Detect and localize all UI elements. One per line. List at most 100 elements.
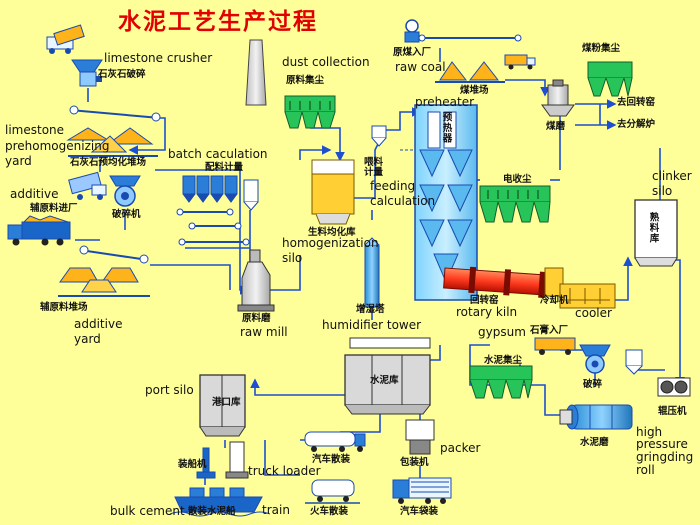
cement-dust-collector-icon — [469, 365, 533, 399]
bulk-cement-truck-icon — [304, 431, 366, 452]
bulk-ship-icon — [169, 487, 271, 517]
limestone-crusher-icon — [71, 59, 103, 87]
batch-bins-icon — [182, 175, 259, 211]
label-batch-calculation: batch caculation — [168, 147, 268, 161]
label-limestone-crusher-cn: 石灰石破碎 — [98, 69, 146, 80]
label-raw-dust-cn: 原料集尘 — [286, 75, 325, 86]
coal-yard-icon — [435, 61, 505, 83]
label-roll: roll — [636, 463, 655, 477]
label-roller-press-cn: 辊压机 — [658, 406, 687, 417]
label-coal-yard-cn: 煤堆场 — [460, 85, 489, 96]
label-gypsum: gypsum — [478, 325, 526, 339]
coal-mill-icon — [541, 79, 575, 117]
label-limestone-crusher: limestone crusher — [104, 51, 213, 65]
label-ship-loader-cn: 装船机 — [178, 459, 207, 470]
label-coal-dust-cn: 煤粉集尘 — [582, 43, 621, 54]
additive-truck-icon — [68, 171, 107, 200]
coal-dust-collector-icon — [587, 61, 633, 97]
label-dust-collection: dust collection — [282, 55, 370, 69]
chimney-icon — [245, 39, 267, 106]
label-grinding: gringding — [636, 450, 694, 464]
label-packer: packer — [440, 441, 481, 455]
label-port-silo-cn: 港口库 — [212, 397, 241, 408]
coal-conveyor-icon — [418, 34, 522, 42]
feeding-bin-icon — [371, 125, 387, 147]
label-high: high — [636, 425, 663, 439]
humidifier-tower-icon — [364, 237, 380, 308]
additive-conveyor-icon — [79, 245, 149, 264]
label-crusher-cn: 破碎机 — [112, 209, 141, 220]
label-additive-yard-cn: 辅原料堆场 — [40, 302, 88, 313]
label-bulk-ship-cn: 散装水泥船 — [188, 506, 236, 517]
packer-icon — [405, 419, 435, 455]
label-additive: additive — [10, 187, 59, 201]
label-train-cn: 火车散装 — [310, 506, 349, 517]
label-gypsum-in-cn: 石膏入厂 — [530, 325, 569, 336]
label-feeding-calc-cn-2: 计量 — [364, 167, 384, 178]
label-rotary-kiln-cn: 回转窑 — [470, 295, 499, 306]
label-bulk-cement: bulk cement — [110, 504, 185, 518]
kiln-hood-icon — [544, 267, 564, 297]
label-yard-2: yard — [74, 332, 101, 346]
label-truck-bag-cn: 汽车袋装 — [400, 506, 439, 517]
label-clinker: clinker — [652, 169, 692, 183]
batch-belts-icon — [176, 208, 250, 246]
label-homogenization-silo-cn: 生料均化库 — [308, 227, 356, 238]
label-train: train — [262, 503, 290, 517]
clinker-silo-icon — [634, 199, 678, 267]
roller-press-icon — [657, 377, 691, 397]
additive-crusher-icon — [109, 175, 141, 207]
cement-silo-icon — [344, 337, 431, 415]
label-coal-mill-cn: 煤磨 — [546, 121, 566, 132]
gypsum-bin-icon — [625, 349, 643, 375]
coal-truck-icon — [504, 54, 536, 70]
rotary-kiln-icon — [443, 266, 561, 298]
ship-loader-icon — [196, 447, 216, 479]
label-rotary-kiln: rotary kiln — [456, 305, 518, 319]
label-raw-mill: raw mill — [240, 325, 288, 339]
label-electro-dust-cn: 电收尘 — [503, 174, 532, 185]
label-port-silo: port silo — [145, 383, 194, 397]
label-limestone: limestone — [5, 123, 65, 137]
gypsum-crusher-icon — [579, 344, 611, 374]
label-batch-calculation-cn: 配料计量 — [205, 162, 244, 173]
label-additive-2: additive — [74, 317, 123, 331]
raw-dust-collector-icon — [284, 95, 336, 129]
label-prehomogenizing: prehomogenizing — [5, 139, 110, 153]
label-preheater-cn: 预热器 — [440, 112, 452, 144]
cement-mill-icon — [559, 404, 633, 430]
prehomogenizing-yard-icon — [66, 127, 158, 157]
bagged-cement-truck-icon — [392, 477, 452, 504]
label-feeding: feeding — [370, 179, 416, 193]
label-raw-coal-cn: 原煤入厂 — [393, 47, 432, 58]
gypsum-truck-icon — [534, 337, 576, 355]
truck-loader-icon — [225, 441, 249, 479]
label-clinker-silo: silo — [652, 184, 673, 198]
label-feeding-calc-cn-1: 喂料 — [364, 157, 384, 168]
label-silo: silo — [282, 251, 303, 265]
homogenization-silo-icon — [311, 159, 355, 225]
label-humidifier-tower: humidifier tower — [322, 318, 422, 332]
label-bulk-truck-cn: 汽车散装 — [312, 454, 351, 465]
raw-coal-hopper-icon — [404, 19, 420, 43]
label-cement-silo-cn: 水泥库 — [370, 375, 399, 386]
label-clinker-silo-cn: 熟料库 — [647, 212, 659, 244]
label-calculation: calculation — [370, 194, 436, 208]
label-to-calciner-cn: 去分解炉 — [617, 119, 656, 130]
diagram-title: 水泥工艺生产过程 — [118, 8, 318, 35]
label-prehomo-yard-cn: 石灰石预均化堆场 — [70, 157, 147, 168]
label-raw-mill-cn: 原料磨 — [242, 313, 271, 324]
preheater-tower-icon — [400, 104, 478, 301]
label-humidifier-cn: 增湿塔 — [356, 304, 385, 315]
label-packer-cn: 包装机 — [400, 457, 429, 468]
label-cooler-cn: 冷却机 — [540, 295, 569, 306]
port-silo-icon — [199, 374, 246, 437]
limestone-conveyor-icon — [69, 105, 161, 122]
label-to-kiln-cn: 去回转窑 — [617, 97, 656, 108]
label-raw-coal: raw coal — [395, 60, 446, 74]
label-preheater: preheater — [415, 95, 475, 109]
clinker-cooler-icon — [559, 283, 616, 309]
label-cement-dust-cn: 水泥集尘 — [484, 355, 523, 366]
